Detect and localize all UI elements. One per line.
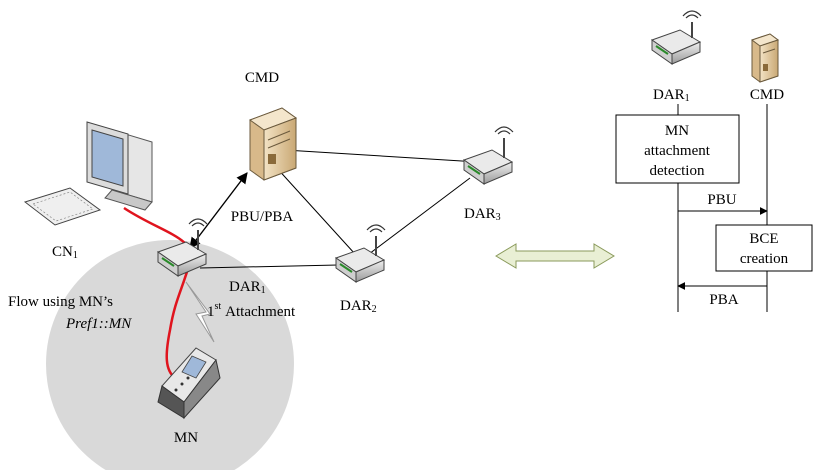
flow-line	[123, 206, 193, 379]
box2-line1: BCE	[749, 231, 778, 247]
dar1-router-icon	[156, 218, 208, 277]
dar3-router-icon	[462, 126, 514, 185]
box2-line2: creation	[740, 251, 789, 267]
seq-dar1-router-icon	[650, 10, 702, 65]
pbu-message-label: PBU	[707, 192, 736, 208]
cmd-server-icon	[248, 107, 298, 181]
bce-creation-box	[715, 224, 813, 272]
pbu-pba-label: PBU/PBA	[231, 209, 294, 225]
seq-dar1-label-sub: 1	[685, 93, 690, 104]
equivalence-arrow	[495, 243, 615, 269]
flow-label-line2: Pref1::MN	[65, 316, 132, 332]
pba-message-label: PBA	[709, 292, 738, 308]
first-attachment-sup: st	[215, 301, 222, 312]
cn1-label-sub: 1	[73, 250, 78, 261]
mn-phone-icon	[157, 347, 221, 420]
coverage-area	[46, 240, 294, 470]
box1-line1: MN	[665, 123, 689, 139]
first-attachment-text: Attachment	[225, 304, 296, 320]
cn1-label-main: CN	[52, 244, 73, 260]
box1-line2: attachment	[644, 143, 711, 159]
dar3-label-main: DAR	[464, 206, 496, 222]
dar3-label-sub: 3	[496, 212, 501, 223]
cn-computer-icon	[23, 121, 153, 226]
cmd-label: CMD	[245, 70, 279, 86]
seq-dar1-label-main: DAR	[653, 87, 685, 103]
mn-label: MN	[174, 430, 198, 446]
box1-line3: detection	[650, 163, 705, 179]
flow-label-line1: Flow using MN’s	[8, 294, 113, 310]
dar1-label: DAR1	[229, 279, 266, 296]
mn-attachment-detection-box	[615, 114, 740, 184]
dar1-label-main: DAR	[229, 279, 261, 295]
dar2-label: DAR2	[340, 298, 377, 315]
seq-cmd-label: CMD	[750, 87, 784, 103]
seq-cmd-server-icon	[750, 33, 780, 83]
dar3-label: DAR3	[464, 206, 501, 223]
dar2-router-icon	[334, 224, 386, 283]
dar2-label-main: DAR	[340, 298, 372, 314]
wireless-link-bolt	[185, 281, 215, 343]
first-attachment-number: 1	[207, 304, 215, 320]
pbu-pba-arrow	[189, 172, 248, 249]
dar2-label-sub: 2	[372, 304, 377, 315]
cn1-label: CN1	[52, 244, 78, 261]
seq-dar1-label: DAR1	[653, 87, 690, 104]
dar1-label-sub: 1	[261, 285, 266, 296]
